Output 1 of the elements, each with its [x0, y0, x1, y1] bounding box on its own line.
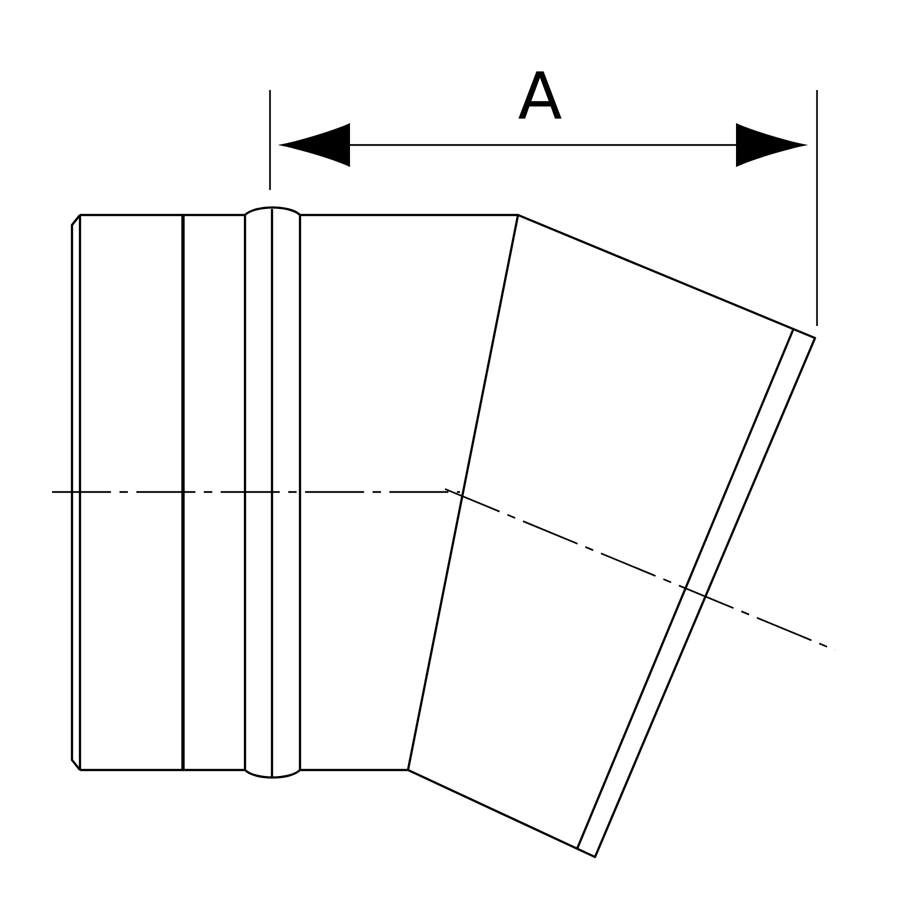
dimension-label: A [518, 71, 562, 119]
